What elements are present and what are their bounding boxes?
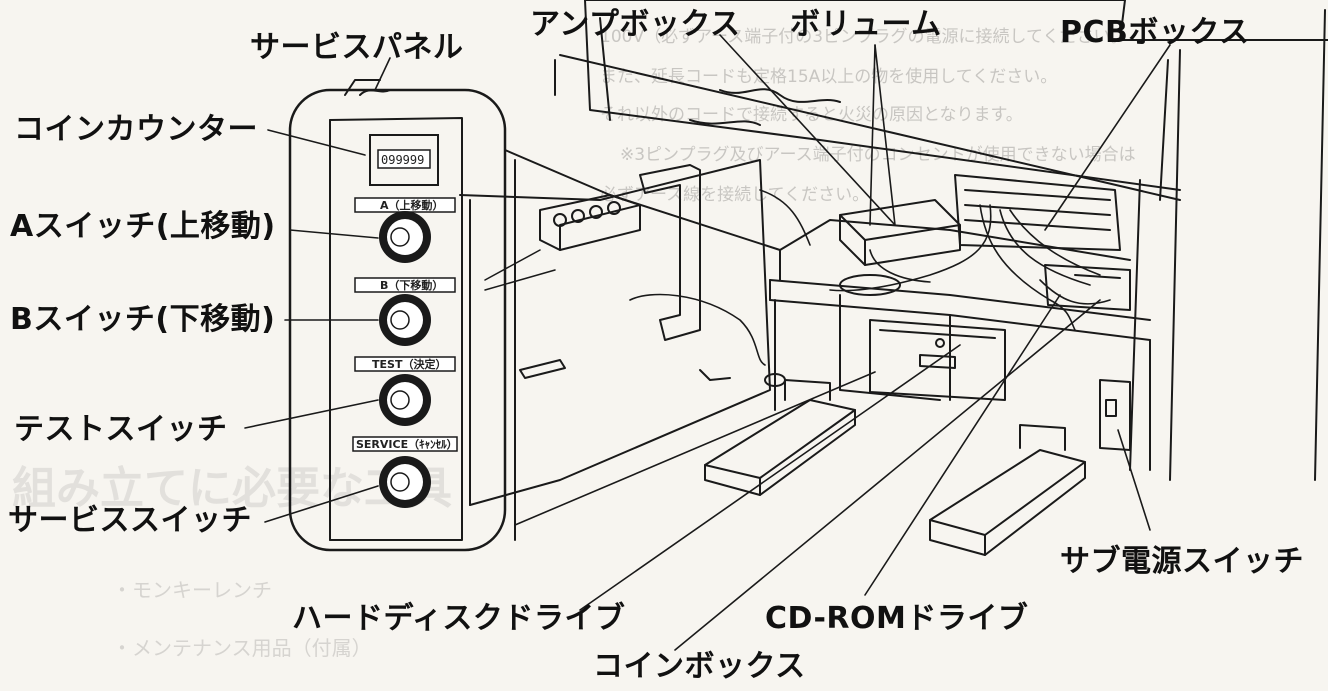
sub-power-switch-callout: サブ電源スイッチ (1060, 544, 1304, 579)
cd-rom-drive-callout: CD-ROMドライブ (765, 601, 1029, 636)
hard-disk-drive-callout: ハードディスクドライブ (292, 601, 626, 636)
volume-callout: ボリューム (790, 7, 942, 42)
a-switch-callout: Aスイッチ(上移動) (10, 209, 276, 244)
pcb-box-callout: PCBボックス (1060, 15, 1250, 50)
mounting-bracket (519, 164, 786, 387)
cabinet-frame (459, 0, 1328, 541)
b-switch[interactable] (379, 294, 431, 346)
b-switch-label: B（下移動） (380, 278, 443, 292)
test-switch[interactable] (379, 374, 431, 426)
leader-lines (244, 34, 1171, 651)
coin-counter-callout: コインカウンター (14, 112, 258, 147)
service-panel-callout: サービスパネル (250, 30, 464, 65)
cd-rom-drive-shape (1044, 264, 1131, 311)
a-switch[interactable] (379, 211, 431, 263)
service-switch-group: SERVICE（ｷｬﾝｾﾙ） (352, 436, 458, 508)
test-switch-group: TEST（決定） (354, 356, 456, 426)
service-switch-callout: サービススイッチ (8, 503, 252, 538)
a-switch-group: A（上移動） (354, 197, 456, 263)
coin-counter: 099999 (369, 134, 439, 186)
background-tool-item: ・モンキーレンチ (112, 578, 272, 602)
background-text-line: 必ずアース線を接続してください。 (600, 185, 870, 205)
amp-box-callout: アンプボックス (530, 7, 741, 42)
service-panel: 099999 A（上移動） B（下移動） TEST（決定） (352, 134, 458, 508)
coin-box-shape (869, 319, 1006, 401)
test-switch-callout: テストスイッチ (14, 412, 228, 447)
zoom-lines (484, 249, 556, 291)
background-text-line: また、延長コードも定格15A以上の物を使用してください。 (600, 67, 1058, 87)
background-heading: 組み立てに必要な工具 (12, 463, 452, 514)
pcb-box-shape (954, 174, 1121, 251)
service-switch[interactable] (379, 456, 431, 508)
a-switch-label: A（上移動） (380, 198, 444, 212)
service-switch-label: SERVICE（ｷｬﾝｾﾙ） (356, 438, 458, 451)
b-switch-group: B（下移動） (354, 277, 456, 346)
amp-box-shape (839, 199, 961, 266)
b-switch-callout: Bスイッチ(下移動) (10, 302, 276, 337)
background-tool-item: ・メンテナンス用品（付属） (112, 636, 372, 660)
sub-power-switch-shape (1099, 379, 1131, 451)
test-switch-label: TEST（決定） (372, 357, 446, 371)
background-text-line: 100V（必ずアース端子付の3ピンプラグの電源に接続してください。 (600, 27, 1128, 47)
leveler-feet (704, 379, 1086, 556)
coin-counter-digits: 099999 (381, 153, 424, 167)
coin-box-callout: コインボックス (593, 649, 806, 684)
background-text-line: それ以外のコードで接続すると火災の原因となります。 (600, 105, 1023, 125)
